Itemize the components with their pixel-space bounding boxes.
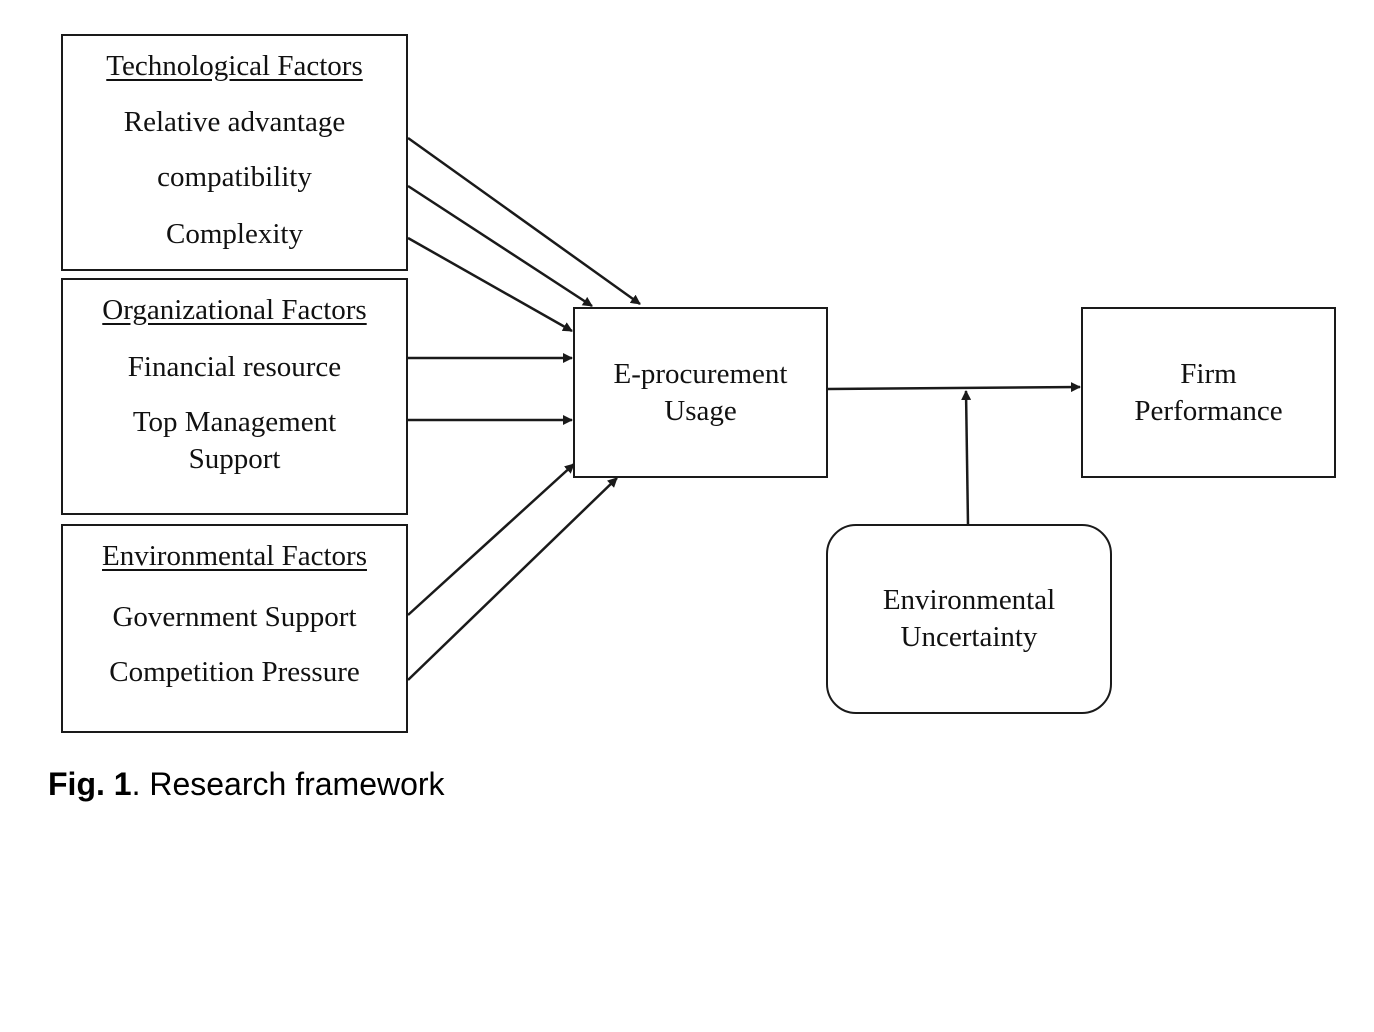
arrow-moderator: [961, 390, 972, 526]
government-support-label: Government Support: [112, 601, 357, 633]
uncertainty-line2: Uncertainty: [900, 621, 1038, 653]
technological-factors-box: Technological Factors Relative advantage…: [61, 34, 408, 271]
compatibility-label: compatibility: [157, 161, 312, 193]
firm-performance-text: Firm Performance: [1083, 356, 1334, 430]
arrow-competition-pressure: [407, 477, 618, 681]
organizational-factors-box: Organizational Factors Financial resourc…: [61, 278, 408, 515]
figure-label: Fig. 1: [48, 766, 132, 802]
arrow-usage-to-performance: [827, 382, 1081, 393]
figure-caption-text: . Research framework: [131, 766, 445, 802]
performance-line2: Performance: [1134, 394, 1283, 427]
technological-factors-heading: Technological Factors: [106, 50, 363, 82]
environmental-factors-heading: Environmental Factors: [102, 540, 367, 572]
financial-resource-label: Financial resource: [127, 351, 342, 383]
arrow-complexity: [407, 236, 573, 333]
eprocurement-line1: E-procurement: [613, 357, 788, 390]
figure-caption: Fig. 1. Research framework: [48, 766, 445, 803]
support-label: Support: [188, 443, 281, 475]
eprocurement-line2: Usage: [664, 394, 737, 427]
arrow-relative-advantage: [407, 136, 641, 306]
eprocurement-usage-text: E-procurement Usage: [575, 356, 826, 430]
relative-advantage-label: Relative advantage: [123, 106, 346, 138]
competition-pressure-label: Competition Pressure: [109, 656, 360, 688]
arrow-government-support: [407, 463, 575, 616]
environmental-factors-box: Environmental Factors Government Support…: [61, 524, 408, 733]
environmental-uncertainty-box: Environmental Uncertainty: [826, 524, 1112, 714]
environmental-uncertainty-text: Environmental Uncertainty: [828, 582, 1110, 656]
organizational-factors-heading: Organizational Factors: [102, 294, 367, 326]
top-management-label: Top Management: [132, 406, 337, 438]
arrow-compatibility: [407, 184, 593, 308]
uncertainty-line1: Environmental: [882, 584, 1056, 616]
performance-line1: Firm: [1180, 357, 1237, 390]
complexity-label: Complexity: [166, 218, 303, 250]
eprocurement-usage-box: E-procurement Usage: [573, 307, 828, 478]
firm-performance-box: Firm Performance: [1081, 307, 1336, 478]
